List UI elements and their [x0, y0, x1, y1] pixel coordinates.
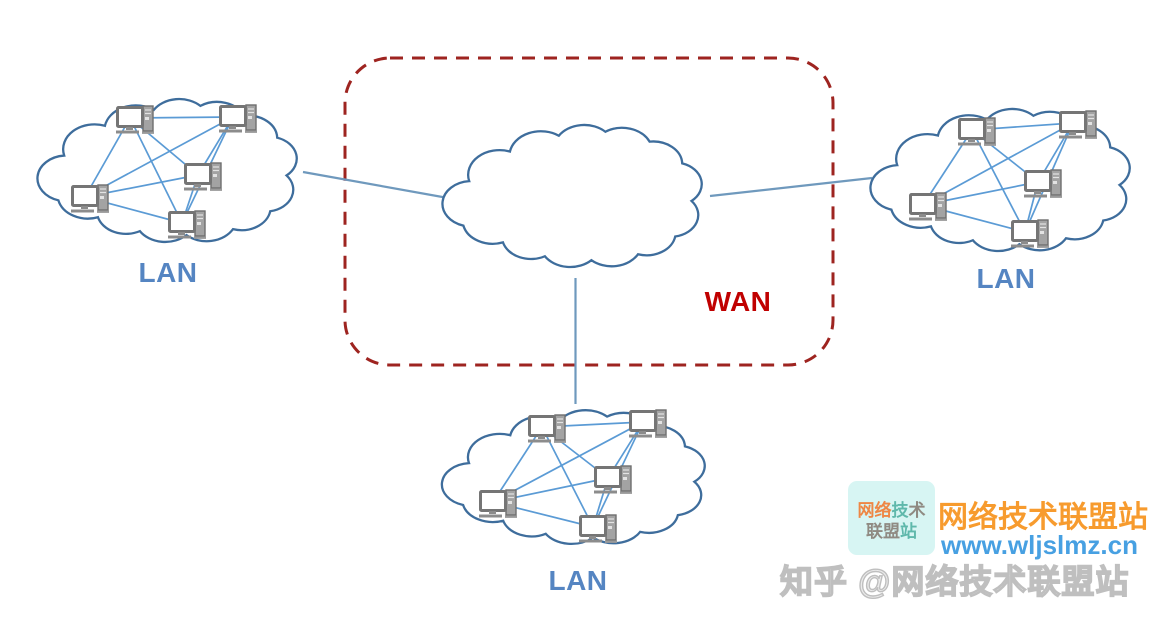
site-logo-text: 网络技术 联盟站: [848, 500, 935, 542]
lan-bottom-mesh: [477, 408, 669, 545]
wan-label: WAN: [704, 286, 772, 317]
mesh-line: [541, 426, 594, 528]
logo-seg: 联盟: [866, 522, 900, 541]
logo-seg: 术: [908, 501, 926, 520]
site-url: www.wljslmz.cn: [941, 530, 1138, 560]
logo-seg: 网络: [857, 501, 892, 520]
mesh-line: [922, 122, 1074, 206]
lan-right-label: LAN: [976, 263, 1036, 294]
mesh-line: [492, 421, 644, 503]
logo-seg: 站: [900, 522, 917, 541]
lan-left-cloud: [36, 97, 299, 244]
wan-cloud: [441, 123, 704, 269]
lan-bottom-label: LAN: [548, 565, 608, 596]
site-logo: 网络技术 联盟站: [848, 481, 935, 555]
lan-right-mesh: [907, 109, 1099, 250]
zhihu-credit: 知乎 @网络技术联盟站: [779, 562, 1130, 600]
wan-boundary-box: [343, 56, 835, 367]
mesh-line: [129, 117, 183, 224]
site-name: 网络技术联盟站: [938, 501, 1148, 534]
logo-seg: 技: [891, 501, 909, 520]
mesh-line: [84, 116, 234, 198]
lan-left-mesh: [69, 103, 259, 241]
lan-left-label: LAN: [138, 257, 198, 288]
link-left-lan-to-wan: [302, 170, 449, 200]
mesh-line: [971, 129, 1026, 233]
link-wan-to-right-lan: [709, 176, 873, 198]
